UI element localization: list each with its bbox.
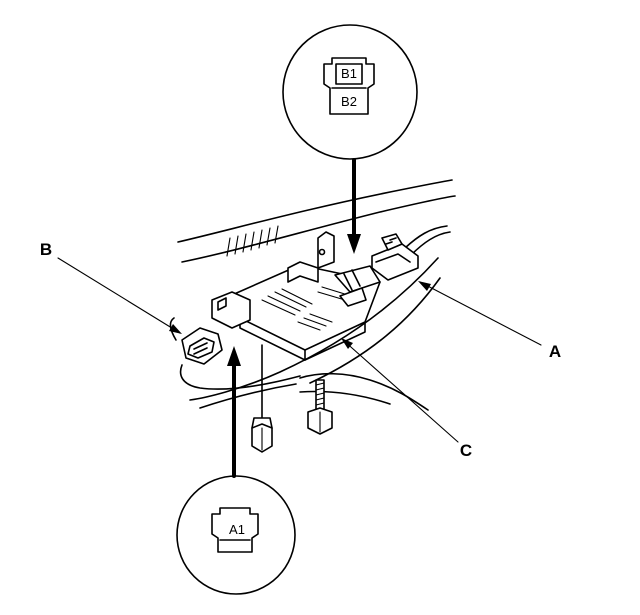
- connector-a: [371, 233, 419, 281]
- leader-b: [57, 257, 182, 334]
- arrow-top-to-connector: [347, 158, 361, 254]
- leader-c: [341, 338, 459, 443]
- bolt-left: [251, 344, 273, 453]
- bolt-right: [307, 379, 333, 435]
- connector-face-b: B1 B2: [323, 57, 375, 115]
- connector-face-a: A1: [211, 507, 259, 553]
- harness-tube-upper: [177, 179, 456, 263]
- lower-channel: [189, 257, 441, 411]
- callout-c-label: C: [460, 441, 472, 460]
- leader-a: [418, 281, 542, 346]
- bracket-c: [211, 231, 381, 361]
- callout-b-label: B: [40, 240, 52, 259]
- callout-a-label: A: [549, 342, 561, 361]
- pin-label-a1: A1: [229, 522, 245, 537]
- pin-label-b2: B2: [341, 94, 357, 109]
- arrow-bottom-to-connector: [227, 346, 241, 478]
- pin-label-b1: B1: [341, 66, 357, 81]
- connector-b: [181, 327, 223, 365]
